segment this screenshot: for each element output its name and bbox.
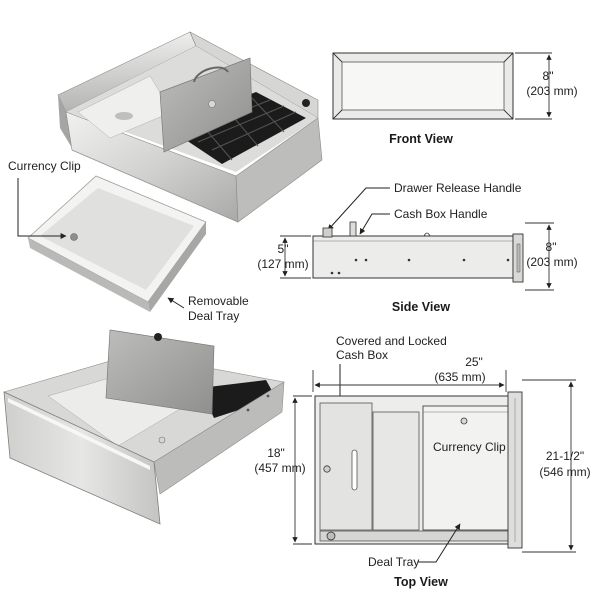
removable-deal-tray-label-2: Deal Tray <box>188 309 239 323</box>
top-view-drawing <box>314 391 523 549</box>
side-view-drawing <box>312 221 524 283</box>
drawer-release-handle-leader <box>327 187 390 231</box>
side-view-right-height-in: 8" <box>546 240 557 254</box>
deal-tray-leader <box>167 297 185 309</box>
top-view-width-dimension <box>312 370 507 392</box>
currency-clip-label: Currency Clip <box>8 159 81 173</box>
cash-box-handle-leader <box>359 213 390 235</box>
top-view-width-mm: (635 mm) <box>434 370 485 384</box>
front-view-height-in: 8" <box>543 69 554 83</box>
deal-tray-photo <box>27 175 207 312</box>
drawer-photo-bottom <box>3 329 285 525</box>
top-view-currency-clip-label: Currency Clip <box>433 440 506 454</box>
side-view-title: Side View <box>392 300 450 314</box>
top-view-title: Top View <box>394 575 448 589</box>
currency-clip-leader <box>17 178 67 239</box>
top-view-depth-in: 18" <box>267 446 285 460</box>
cash-box-handle-label: Cash Box Handle <box>394 207 488 221</box>
top-view-overall-depth-in: 21-1/2" <box>546 449 584 463</box>
top-view-width-in: 25" <box>465 355 483 369</box>
deal-tray-top-leader <box>418 523 461 563</box>
front-view-height-dimension <box>515 52 552 120</box>
front-view-drawing <box>332 52 514 120</box>
covered-locked-cash-box-label-2: Cash Box <box>336 348 388 362</box>
top-view-overall-depth-dimension <box>522 379 576 553</box>
top-view-depth-dimension <box>292 395 312 545</box>
removable-deal-tray-label-1: Removable <box>188 294 249 308</box>
side-view-left-height-in: 5" <box>278 242 289 256</box>
front-view-height-mm: (203 mm) <box>526 84 577 98</box>
drawer-photo-top <box>57 31 323 223</box>
covered-locked-cash-box-label-1: Covered and Locked <box>336 334 447 348</box>
side-view-right-dimension <box>525 222 554 291</box>
drawer-release-handle-label: Drawer Release Handle <box>394 181 522 195</box>
side-view-left-height-mm: (127 mm) <box>257 257 308 271</box>
front-view-title: Front View <box>389 132 453 146</box>
side-view-left-dimension <box>280 235 311 279</box>
top-view-overall-depth-mm: (546 mm) <box>539 465 590 479</box>
top-view-depth-mm: (457 mm) <box>254 461 305 475</box>
side-view-right-height-mm: (203 mm) <box>526 255 577 269</box>
deal-tray-label: Deal Tray <box>368 555 419 569</box>
